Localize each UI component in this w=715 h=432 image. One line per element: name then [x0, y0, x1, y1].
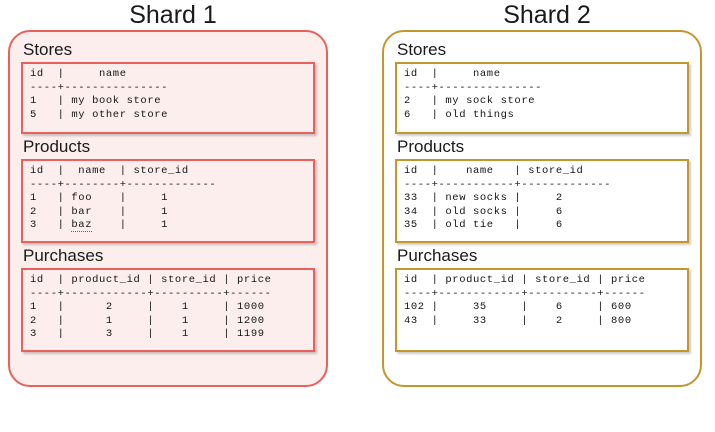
shard-1-products-misspelled-word: baz: [71, 219, 93, 233]
shard-1-title: Shard 1: [129, 1, 217, 29]
shard-2-stores-table-box: id | name ----+--------------- 2 | my so…: [395, 62, 689, 134]
shard-1-stores-table-box: id | name ----+--------------- 1 | my bo…: [21, 62, 315, 134]
shard-1-products-text-before: id | name | store_id ----+--------+-----…: [30, 165, 217, 232]
shard-1-stores-heading: Stores: [23, 40, 73, 59]
shard-1-container: Stores id | name ----+--------------- 1 …: [8, 30, 328, 387]
shard-2-container: Stores id | name ----+--------------- 2 …: [382, 30, 702, 387]
shard-2-purchases-table-text: id | product_id | store_id | price ----+…: [404, 274, 646, 327]
shard-1-purchases-heading: Purchases: [23, 246, 104, 265]
shard-2-section-stores: Stores id | name ----+--------------- 2 …: [395, 40, 689, 134]
shard-1-section-stores: Stores id | name ----+--------------- 1 …: [21, 40, 315, 134]
shard-2-column: Shard 2 Stores id | name ----+----------…: [382, 0, 712, 387]
shard-1-column: Shard 1 Stores id | name ----+----------…: [8, 0, 338, 387]
shard-2-products-heading: Products: [397, 137, 465, 156]
shard-1-products-text-after: | 1: [92, 219, 169, 232]
shard-1-section-purchases: Purchases id | product_id | store_id | p…: [21, 246, 315, 352]
shard-1-purchases-table-text: id | product_id | store_id | price ----+…: [30, 274, 272, 341]
shard-1-products-table-box: id | name | store_id ----+--------+-----…: [21, 159, 315, 243]
shard-2-section-purchases: Purchases id | product_id | store_id | p…: [395, 246, 689, 352]
shard-1-stores-table-text: id | name ----+--------------- 1 | my bo…: [30, 68, 169, 121]
shard-2-products-table-text: id | name | store_id ----+-----------+--…: [404, 165, 612, 232]
shard-2-purchases-table-box: id | product_id | store_id | price ----+…: [395, 268, 689, 352]
shard-2-title: Shard 2: [503, 1, 591, 29]
shard-2-section-products: Products id | name | store_id ----+-----…: [395, 137, 689, 243]
shard-2-products-table-box: id | name | store_id ----+-----------+--…: [395, 159, 689, 243]
shard-1-section-products: Products id | name | store_id ----+-----…: [21, 137, 315, 243]
shard-2-stores-heading: Stores: [397, 40, 447, 59]
shard-2-stores-table-text: id | name ----+--------------- 2 | my so…: [404, 68, 543, 121]
shard-1-products-table-text: id | name | store_id ----+--------+-----…: [30, 165, 313, 233]
shard-1-products-heading: Products: [23, 137, 91, 156]
shard-1-purchases-table-box: id | product_id | store_id | price ----+…: [21, 268, 315, 352]
shard-2-purchases-heading: Purchases: [397, 246, 478, 265]
